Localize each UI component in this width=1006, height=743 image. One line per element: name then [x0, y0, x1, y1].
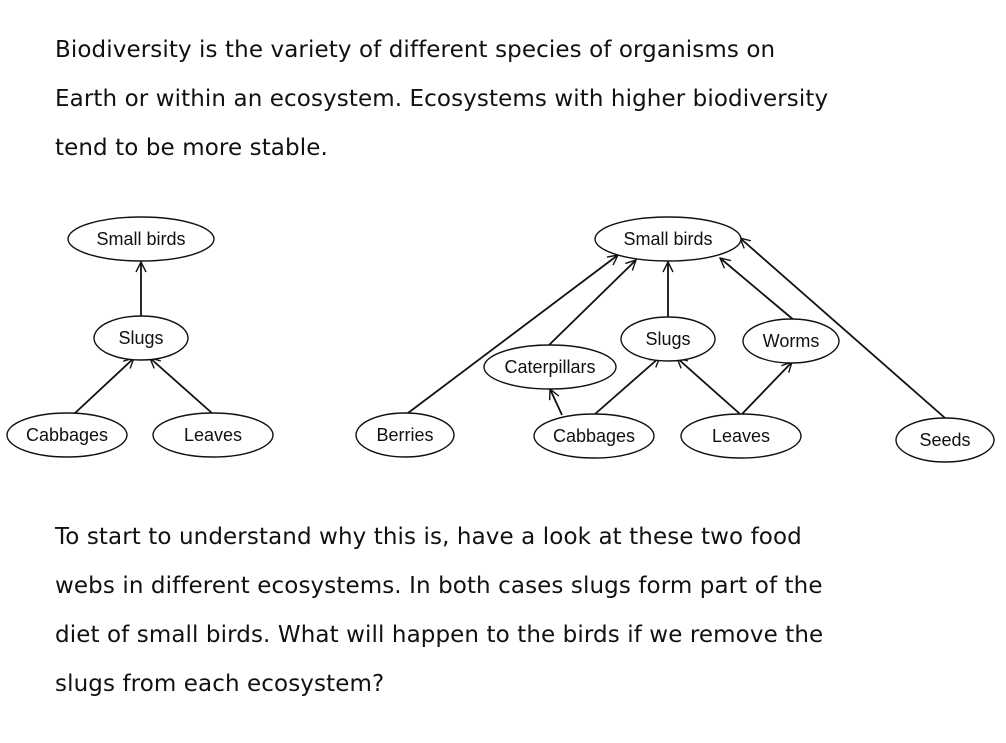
- edge-leaves-to-worms: [741, 362, 792, 415]
- node-label: Leaves: [184, 425, 242, 445]
- complex-food-web: Small birds Caterpillars Slugs Worms Ber…: [355, 216, 995, 463]
- node-label: Worms: [763, 331, 820, 351]
- node-label: Caterpillars: [504, 357, 595, 377]
- question-line: To start to understand why this is, have…: [55, 524, 802, 550]
- edge-cabbages-to-slugs: [73, 358, 134, 415]
- node-small-birds: Small birds: [67, 216, 215, 262]
- edge-worms-to-small-birds: [720, 258, 796, 322]
- node-worms: Worms: [742, 318, 840, 364]
- node-label: Cabbages: [553, 426, 635, 446]
- node-berries: Berries: [355, 412, 455, 458]
- node-label: Seeds: [919, 430, 970, 450]
- question-paragraph: To start to understand why this is, have…: [55, 513, 955, 709]
- edge-cabbages-to-slugs: [594, 357, 660, 415]
- node-leaves: Leaves: [680, 413, 802, 459]
- node-label: Small birds: [623, 229, 712, 249]
- node-cabbages: Cabbages: [533, 413, 655, 459]
- intro-line: tend to be more stable.: [55, 135, 328, 161]
- edge-cabbages-to-caterpillars: [550, 389, 563, 416]
- question-line: slugs from each ecosystem?: [55, 671, 385, 697]
- node-seeds: Seeds: [895, 417, 995, 463]
- edge-berries-to-small-birds: [407, 255, 618, 414]
- question-line: webs in different ecosystems. In both ca…: [55, 573, 823, 599]
- edge-leaves-to-slugs: [677, 358, 741, 415]
- simple-food-web: Small birds Slugs Cabbages Leaves: [6, 216, 274, 458]
- node-label: Small birds: [96, 229, 185, 249]
- question-line: diet of small birds. What will happen to…: [55, 622, 824, 648]
- node-slugs: Slugs: [620, 316, 716, 362]
- node-label: Cabbages: [26, 425, 108, 445]
- node-label: Leaves: [712, 426, 770, 446]
- edge-caterpillars-to-small-birds: [547, 260, 636, 347]
- node-label: Berries: [376, 425, 433, 445]
- node-cabbages: Cabbages: [6, 412, 128, 458]
- node-label: Slugs: [645, 329, 690, 349]
- intro-line: Earth or within an ecosystem. Ecosystems…: [55, 86, 829, 112]
- intro-paragraph: Biodiversity is the variety of different…: [55, 26, 955, 173]
- node-caterpillars: Caterpillars: [483, 344, 617, 390]
- node-leaves: Leaves: [152, 412, 274, 458]
- edge-leaves-to-slugs: [150, 358, 214, 415]
- intro-line: Biodiversity is the variety of different…: [55, 37, 776, 63]
- edge-seeds-to-small-birds: [740, 238, 946, 419]
- node-label: Slugs: [118, 328, 163, 348]
- node-small-birds: Small birds: [594, 216, 742, 262]
- node-slugs: Slugs: [93, 315, 189, 361]
